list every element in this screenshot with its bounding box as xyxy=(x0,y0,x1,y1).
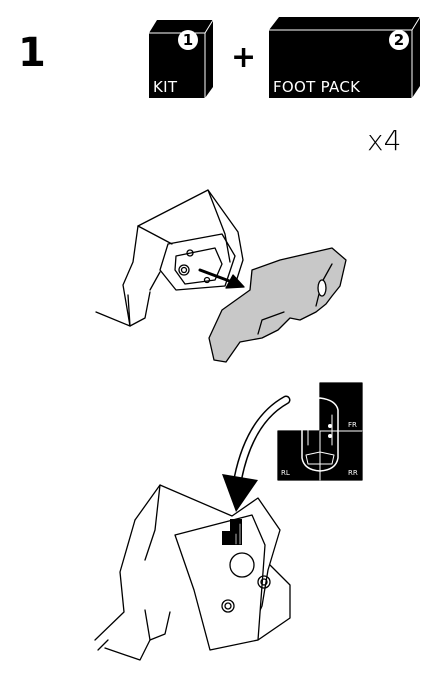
foot-pack-badge: 2 xyxy=(389,30,409,50)
kit-badge: 1 xyxy=(178,30,198,50)
plus-sign: + xyxy=(231,40,257,75)
quadrant-guide xyxy=(277,382,363,481)
quadrant-label-fr: FR xyxy=(348,421,357,429)
quadrant-label-rr: RR xyxy=(348,469,358,477)
quantity-label: x4 xyxy=(367,124,402,157)
foot-pack-label: FOOT PACK xyxy=(273,78,361,96)
quadrant-label-rl: RL xyxy=(281,469,290,477)
kit-label: KIT xyxy=(153,78,178,96)
step-number: 1 xyxy=(18,30,46,76)
applied-label xyxy=(222,519,242,545)
